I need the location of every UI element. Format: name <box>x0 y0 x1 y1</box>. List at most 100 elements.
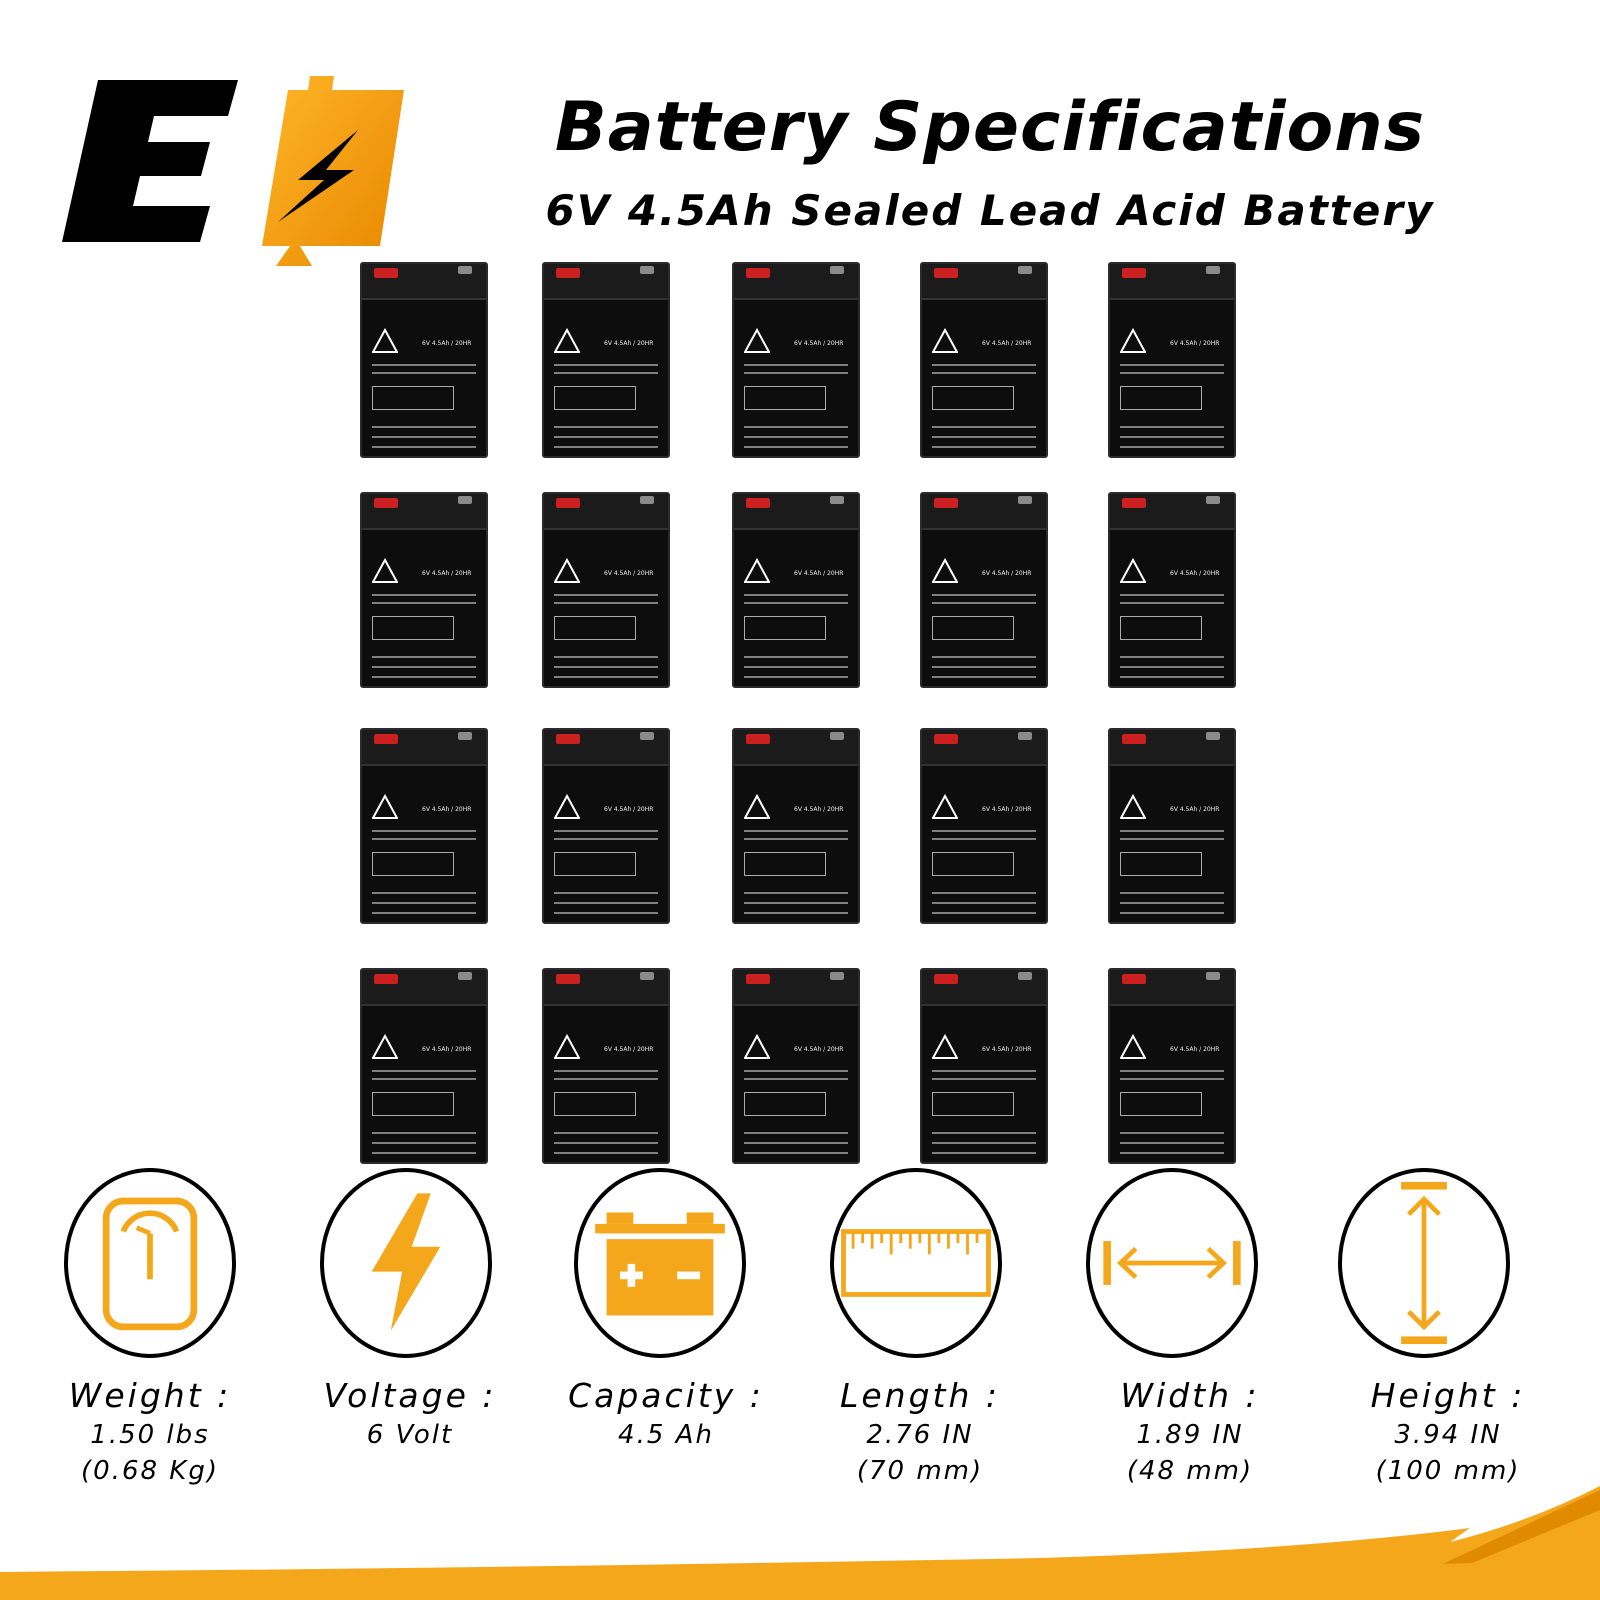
battery-terminal-positive <box>374 734 398 744</box>
battery-image: 6V 4.5Ah / 20HR <box>542 728 670 924</box>
battery-text-line <box>744 1078 848 1080</box>
battery-rating-label: 6V 4.5Ah / 20HR <box>794 806 844 813</box>
battery-terminal-negative <box>830 972 844 980</box>
spec-width: Width : 1.89 IN (48 mm) <box>1060 1376 1320 1487</box>
battery-image: 6V 4.5Ah / 20HR <box>732 262 860 458</box>
battery-spec-table <box>932 386 1014 410</box>
battery-text-line <box>372 594 476 596</box>
battery-spec-table <box>1120 386 1202 410</box>
spec-value: 6 Volt <box>366 1420 454 1450</box>
battery-terminal-positive <box>746 974 770 984</box>
battery-text-line <box>554 1132 658 1134</box>
spec-voltage: Voltage : 6 Volt <box>280 1376 540 1455</box>
spec-value-secondary: (48 mm) <box>1126 1456 1254 1486</box>
battery-rating-label: 6V 4.5Ah / 20HR <box>1170 570 1220 577</box>
battery-image: 6V 4.5Ah / 20HR <box>542 262 670 458</box>
scale-icon <box>64 1168 236 1358</box>
spec-value-secondary: (0.68 Kg) <box>81 1456 219 1486</box>
battery-text-line <box>554 666 658 668</box>
lightning-bolt-icon <box>320 1168 492 1358</box>
battery-spec-table <box>1120 852 1202 876</box>
battery-text-line <box>932 426 1036 428</box>
battery-terminal-positive <box>934 498 958 508</box>
battery-brand-mark-icon <box>932 794 958 819</box>
battery-text-line <box>554 892 658 894</box>
battery-terminal-negative <box>458 266 472 274</box>
battery-text-line <box>932 594 1036 596</box>
spec-label: Width : <box>1120 1376 1260 1415</box>
battery-text-line <box>372 666 476 668</box>
battery-brand-mark-icon <box>554 1034 580 1059</box>
battery-image: 6V 4.5Ah / 20HR <box>732 968 860 1164</box>
battery-text-line <box>372 446 476 448</box>
battery-spec-table <box>744 386 826 410</box>
battery-text-line <box>1120 838 1224 840</box>
battery-text-line <box>744 1142 848 1144</box>
ruler-icon <box>830 1168 1002 1358</box>
battery-text-line <box>554 426 658 428</box>
battery-rating-label: 6V 4.5Ah / 20HR <box>604 806 654 813</box>
battery-image: 6V 4.5Ah / 20HR <box>1108 968 1236 1164</box>
battery-spec-table <box>744 1092 826 1116</box>
battery-text-line <box>554 364 658 366</box>
battery-brand-mark-icon <box>1120 1034 1146 1059</box>
battery-text-line <box>554 838 658 840</box>
battery-image: 6V 4.5Ah / 20HR <box>920 968 1048 1164</box>
spec-label: Length : <box>839 1376 1000 1415</box>
battery-brand-mark-icon <box>1120 558 1146 583</box>
spec-value: 1.89 IN <box>1136 1420 1244 1450</box>
battery-spec-table <box>554 852 636 876</box>
battery-spec-table <box>932 1092 1014 1116</box>
battery-image: 6V 4.5Ah / 20HR <box>732 728 860 924</box>
battery-brand-mark-icon <box>1120 328 1146 353</box>
battery-image: 6V 4.5Ah / 20HR <box>542 492 670 688</box>
battery-spec-table <box>554 1092 636 1116</box>
battery-brand-mark-icon <box>744 794 770 819</box>
battery-brand-mark-icon <box>744 1034 770 1059</box>
battery-text-line <box>1120 1078 1224 1080</box>
spec-value: 4.5 Ah <box>618 1420 714 1450</box>
battery-text-line <box>554 372 658 374</box>
battery-terminal-positive <box>556 734 580 744</box>
battery-spec-table <box>372 852 454 876</box>
spec-value: 1.50 lbs <box>90 1420 210 1450</box>
battery-terminal-negative <box>1018 496 1032 504</box>
battery-text-line <box>932 1070 1036 1072</box>
battery-image: 6V 4.5Ah / 20HR <box>1108 492 1236 688</box>
battery-rating-label: 6V 4.5Ah / 20HR <box>982 340 1032 347</box>
battery-terminal-positive <box>1122 734 1146 744</box>
battery-text-line <box>744 1070 848 1072</box>
battery-image: 6V 4.5Ah / 20HR <box>542 968 670 1164</box>
battery-text-line <box>932 666 1036 668</box>
battery-brand-mark-icon <box>1120 794 1146 819</box>
battery-terminal-negative <box>640 266 654 274</box>
battery-brand-mark-icon <box>372 794 398 819</box>
battery-text-line <box>932 892 1036 894</box>
battery-brand-mark-icon <box>372 328 398 353</box>
battery-text-line <box>372 1132 476 1134</box>
battery-text-line <box>372 1078 476 1080</box>
battery-brand-mark-icon <box>554 558 580 583</box>
battery-spec-table <box>744 852 826 876</box>
battery-image: 6V 4.5Ah / 20HR <box>920 492 1048 688</box>
battery-text-line <box>744 372 848 374</box>
battery-text-line <box>744 830 848 832</box>
battery-brand-mark-icon <box>744 558 770 583</box>
battery-terminal-positive <box>934 268 958 278</box>
battery-terminal-negative <box>640 972 654 980</box>
battery-text-line <box>372 1142 476 1144</box>
battery-spec-table <box>372 1092 454 1116</box>
battery-terminal-negative <box>1206 972 1220 980</box>
battery-text-line <box>744 1152 848 1154</box>
page-subtitle: 6V 4.5Ah Sealed Lead Acid Battery <box>545 186 1435 235</box>
battery-text-line <box>554 602 658 604</box>
battery-text-line <box>932 912 1036 914</box>
battery-terminal-positive <box>1122 498 1146 508</box>
battery-text-line <box>932 372 1036 374</box>
battery-text-line <box>932 1142 1036 1144</box>
battery-brand-mark-icon <box>932 328 958 353</box>
battery-text-line <box>744 426 848 428</box>
brand-logo-icon <box>62 76 404 266</box>
battery-terminal-negative <box>458 732 472 740</box>
battery-terminal-positive <box>374 498 398 508</box>
